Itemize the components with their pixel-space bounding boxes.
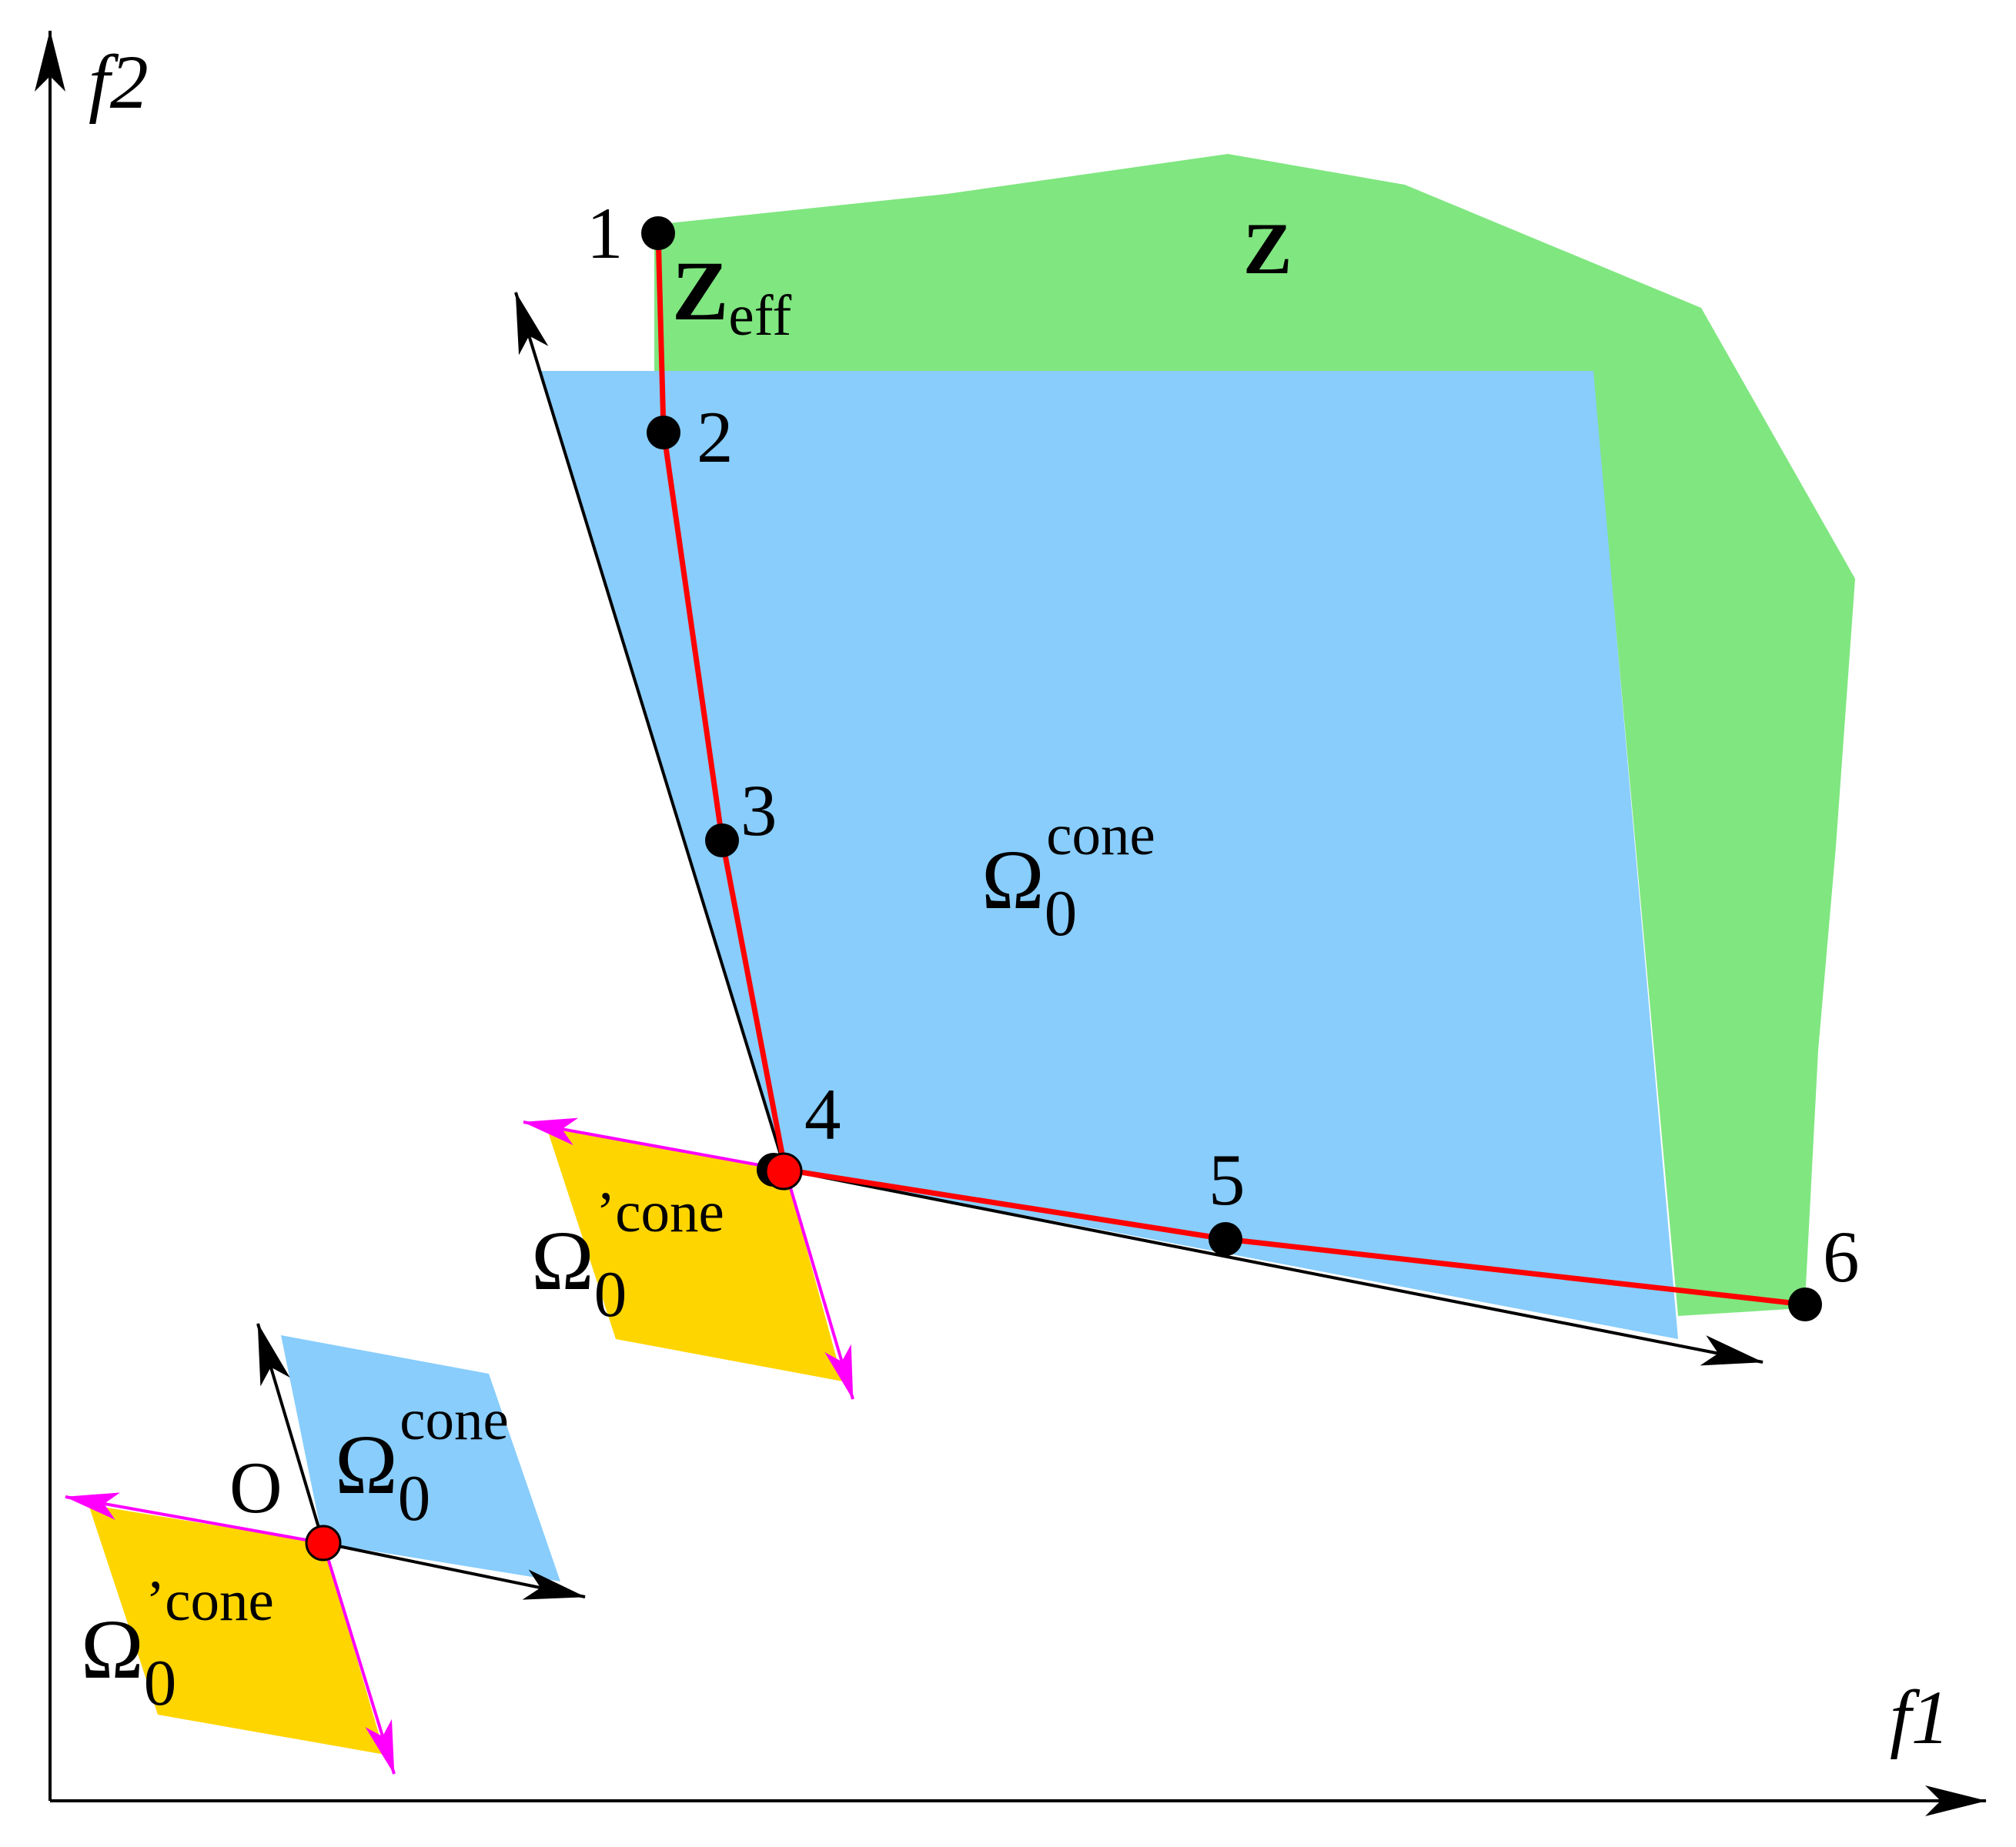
x-axis-label: f1 [1890, 1675, 1950, 1760]
z-region-label: Z [1243, 208, 1292, 289]
cone-symbol: Ω [981, 833, 1045, 927]
point-1 [641, 216, 675, 250]
point-label-6: 6 [1823, 1216, 1860, 1298]
cone-edge-arrow-right [784, 1168, 1764, 1366]
small-cone-symbol: Ω [335, 1418, 398, 1511]
cone-edge-arrow-up [514, 292, 787, 1171]
point-4 [764, 1152, 803, 1191]
point-label-3: 3 [741, 770, 777, 851]
point-5 [1209, 1222, 1242, 1256]
small-cone-arrow-right [323, 1541, 586, 1600]
point-label-2: 2 [697, 396, 734, 478]
prime-cone-label-upper: Ω0 ’cone [531, 1181, 724, 1331]
prime-cone-subscript-lower: 0 [144, 1647, 177, 1719]
point-label-1: 1 [587, 192, 624, 274]
prime-cone-superscript-lower: ’cone [145, 1569, 274, 1633]
origin-label: O [229, 1447, 283, 1528]
cone-region [539, 371, 1678, 1339]
prime-arrow-o-left [65, 1492, 324, 1545]
prime-arrow-4-down [784, 1169, 854, 1400]
point-6 [1788, 1288, 1822, 1321]
point-2 [647, 416, 680, 449]
prime-cone-subscript: 0 [594, 1258, 627, 1331]
point-label-5: 5 [1209, 1139, 1245, 1221]
prime-cone-symbol-lower: Ω [81, 1602, 144, 1696]
zeff-polyline [655, 230, 1806, 1308]
prime-arrow-4-left [523, 1117, 786, 1171]
point-label-4: 4 [804, 1074, 841, 1155]
prime-cone-region-upper [547, 1127, 843, 1381]
prime-cone-region-lower [89, 1505, 385, 1755]
zeff-label: Zeff [672, 244, 791, 348]
prime-cone-symbol: Ω [531, 1214, 594, 1308]
small-cone-arrow-up [256, 1323, 325, 1544]
cone-label-small: Ω0 cone [335, 1388, 509, 1535]
point-3 [705, 823, 739, 857]
origin-point [305, 1525, 342, 1561]
zeff-subscript: eff [728, 284, 791, 348]
cone-superscript: cone [1046, 803, 1155, 867]
small-cone-region [281, 1335, 560, 1581]
prime-arrow-o-down [322, 1542, 396, 1775]
z-region [654, 154, 1855, 1316]
cone-label-main: Ω0 cone [981, 803, 1155, 950]
prime-cone-label-lower: Ω0 ’cone [81, 1569, 274, 1719]
small-cone-superscript: cone [400, 1388, 509, 1452]
prime-cone-superscript: ’cone [596, 1181, 724, 1244]
y-axis-label: f2 [89, 39, 149, 125]
cone-subscript: 0 [1045, 877, 1078, 950]
small-cone-subscript: 0 [398, 1462, 431, 1535]
zeff-main: Z [672, 244, 728, 338]
